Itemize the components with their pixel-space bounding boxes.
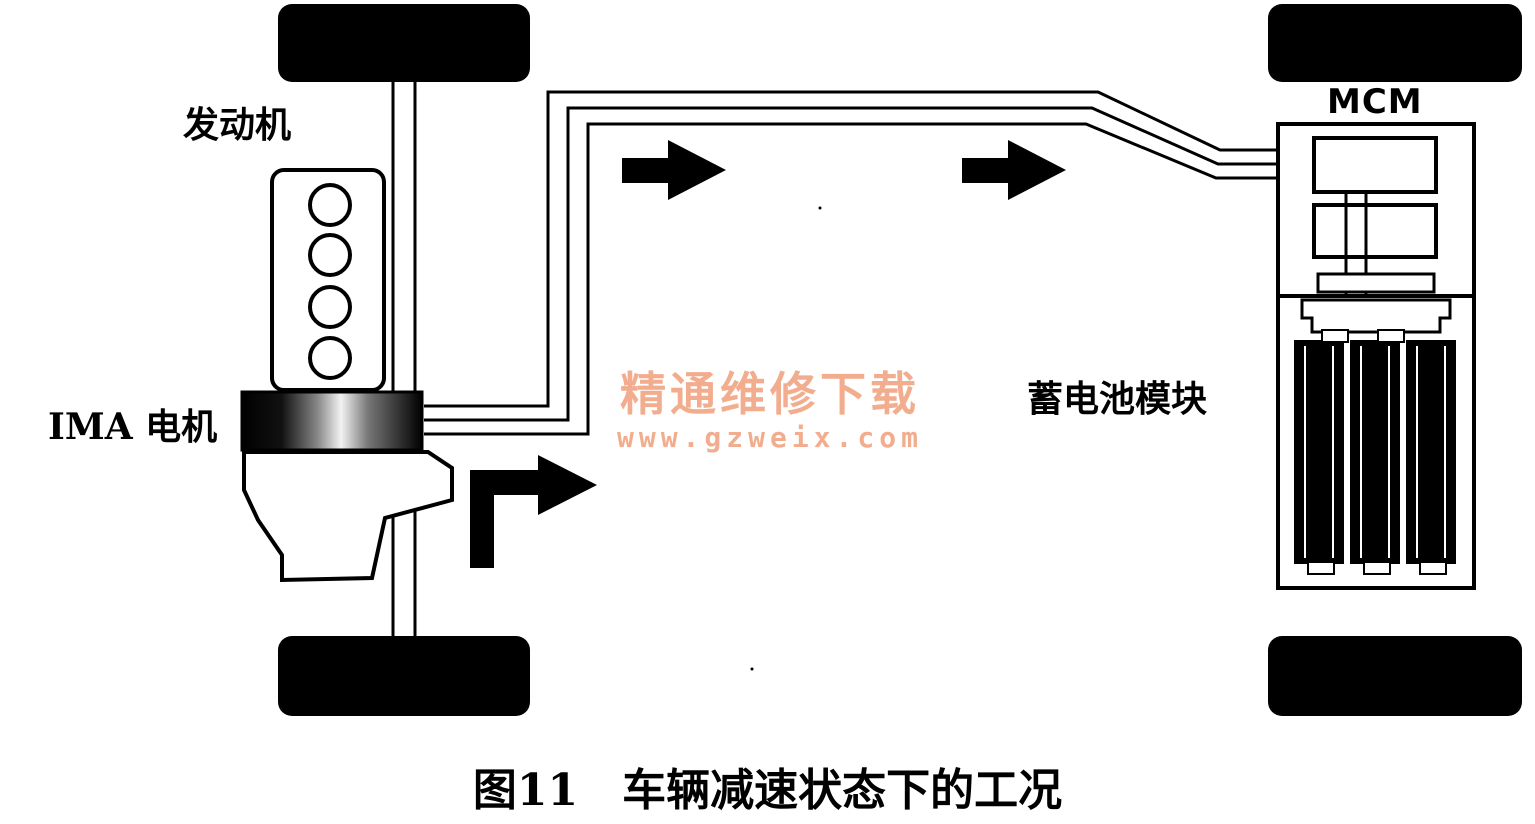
engine-label: 发动机 [183,104,292,146]
transmission-housing [242,450,454,583]
power-cable [424,90,1316,436]
bent-arrow-up-right-icon [470,455,597,568]
rear-left-wheel [278,636,530,716]
engine-cylinder [308,336,352,380]
watermark-name: 精通维修下载 [620,367,920,421]
mcm-label: MCM [1327,82,1423,122]
battery-cell-stack [1294,340,1344,564]
battery-module-label: 蓄电池模块 [1027,378,1208,420]
front-left-wheel [278,4,530,82]
control-submodule [1312,203,1438,259]
battery-pack [1276,122,1476,590]
flow-arrow-right-icon [962,140,1066,200]
rear-right-wheel [1268,636,1522,716]
engine-cylinder [308,285,352,329]
axle-shaft [391,82,417,636]
ima-motor-label: IMA 电机 [48,406,218,448]
flow-arrow-right-icon [622,140,726,200]
battery-cell-stack [1350,340,1400,564]
front-right-wheel [1268,4,1522,82]
engine-cylinder [308,183,352,227]
watermark: 精通维修下载 www.gzweix.com [590,367,950,455]
ima-motor [240,390,424,452]
figure-caption: 图11 车辆减速状态下的工况 [472,765,1063,816]
watermark-url: www.gzweix.com [616,421,923,454]
engine-block [270,168,386,392]
battery-cell-stack [1406,340,1456,564]
mcm-unit [1312,136,1438,194]
engine-cylinder [308,233,352,277]
